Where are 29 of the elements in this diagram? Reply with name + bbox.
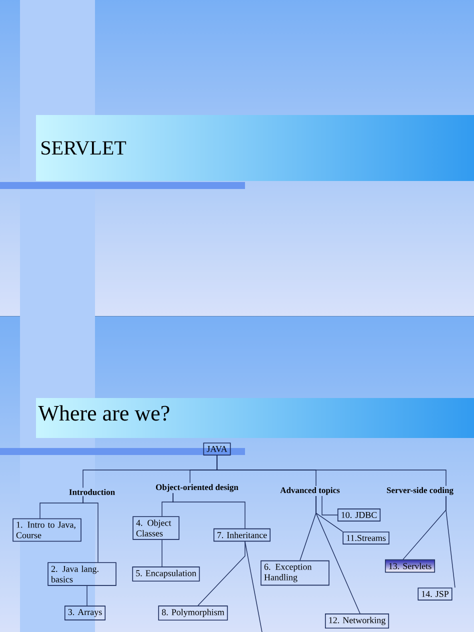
topic-box: 8. Polymorphism [158, 606, 228, 620]
connector-line [82, 496, 98, 563]
category-heading: Object-oriented design [156, 484, 238, 492]
connector-line [172, 492, 246, 529]
topic-box: 11.Streams [342, 532, 390, 544]
topic-box: 12. Networking [324, 614, 390, 628]
topic-box: 4. Object Classes [132, 516, 180, 540]
connector-line [446, 496, 456, 588]
topic-box: 7. Inheritance [213, 528, 271, 542]
topic-box: 14. JSP [418, 588, 452, 600]
topic-box: JAVA [203, 442, 231, 456]
category-heading: Introduction [69, 489, 115, 496]
connector-line [198, 541, 246, 606]
slide-title: Where are we? [38, 405, 170, 421]
connector-line [316, 496, 360, 614]
connector-line [244, 541, 262, 632]
connector-line [322, 496, 338, 516]
connector-line [86, 585, 88, 606]
topic-box: 6. Exception Handling [260, 560, 330, 586]
topic-box: 1. Intro to Java, Course [12, 518, 82, 542]
topic-box: 10. JDBC [337, 508, 381, 522]
highlighted-topic-box: 13. Servlets [384, 559, 436, 573]
connector-line [216, 455, 446, 486]
category-heading: Server-side coding [386, 487, 454, 495]
topic-box: 5. Encapsulation [132, 566, 200, 582]
slide-title: SERVLET [42, 141, 126, 155]
category-heading: Advanced topics [280, 487, 340, 495]
topic-box: 3. Arrays [64, 606, 106, 620]
topic-box: 2. Java lang. basics [48, 562, 116, 586]
